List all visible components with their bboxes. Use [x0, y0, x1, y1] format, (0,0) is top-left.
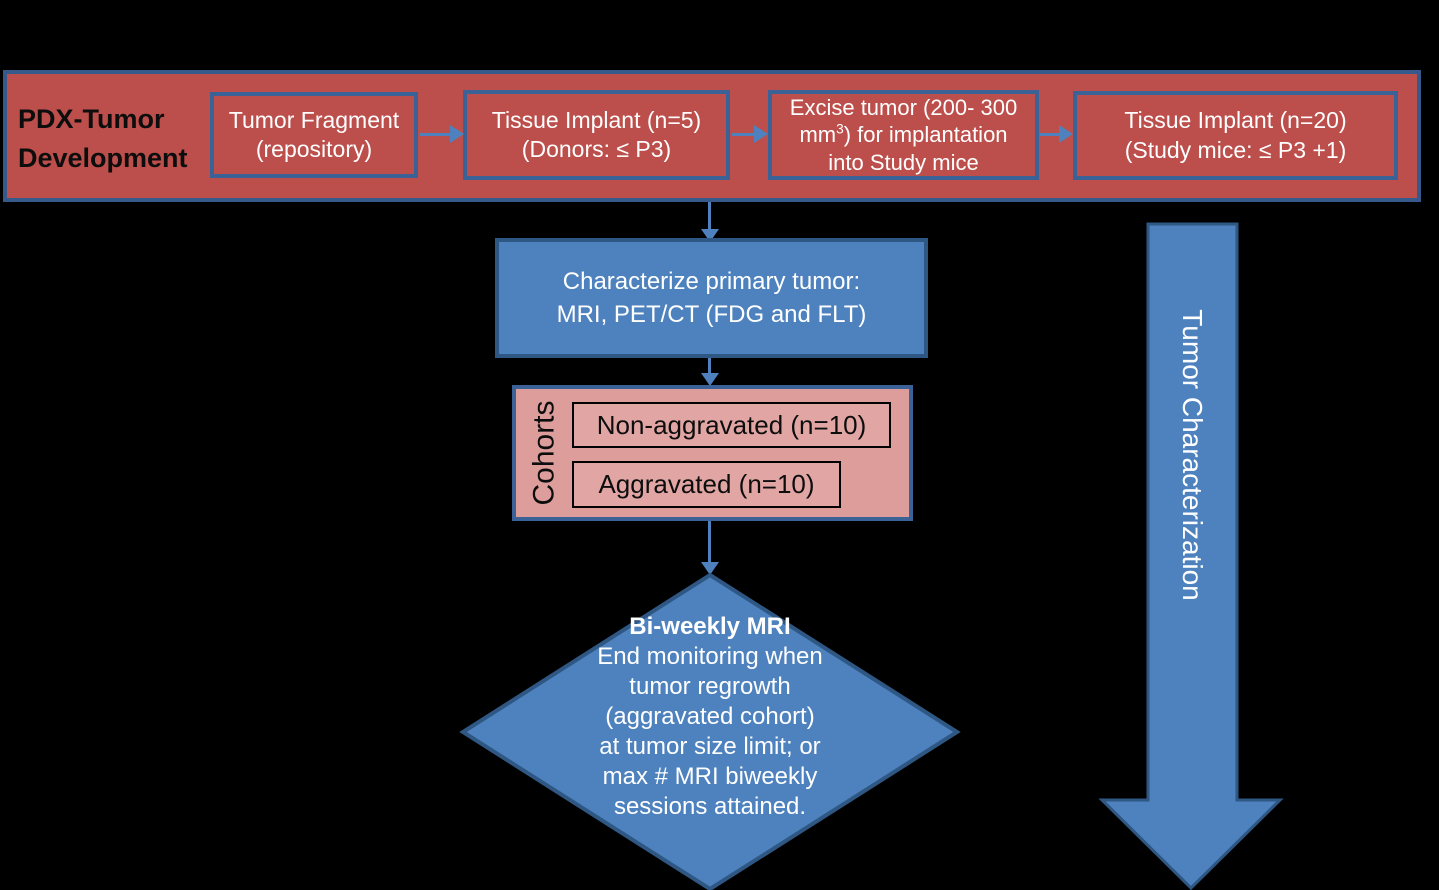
step-line: Excise tumor (200- 300 — [789, 95, 1018, 121]
diamond-title: Bi-weekly MRI — [629, 613, 791, 640]
arrow-right-2-head-icon — [754, 125, 768, 143]
arrow-right-3-line — [1040, 133, 1060, 136]
step-line-part: ) for implantation — [843, 122, 1008, 148]
cohort-non-aggravated: Non-aggravated (n=10) — [572, 402, 891, 448]
diamond-line: sessions attained. — [613, 793, 807, 820]
step-line: mm3) for implantation — [799, 121, 1007, 148]
characterize-line: Characterize primary tumor: — [562, 267, 861, 295]
banner-title: PDX-Tumor Development — [18, 104, 188, 174]
arrow-right-3-head-icon — [1059, 125, 1073, 143]
diamond-line: (aggravated cohort) — [605, 703, 815, 730]
connector-down-3-line — [708, 521, 711, 563]
diamond-line: at tumor size limit; or — [599, 733, 821, 760]
tumor-characterization-label: Tumor Characterization — [1177, 309, 1208, 601]
arrow-right-1-line — [420, 133, 451, 136]
connector-down-2-line — [708, 358, 711, 374]
tumor-characterization-arrow-shape — [1098, 222, 1284, 890]
step-excise-tumor: Excise tumor (200- 300 mm3) for implanta… — [768, 90, 1039, 180]
step-line: into Study mice — [828, 149, 979, 175]
connector-down-2-head-icon — [701, 373, 719, 386]
step-tissue-implant-donors: Tissue Implant (n=5) (Donors: ≤ P3) — [463, 90, 730, 180]
step-line: Tissue Implant (n=5) — [491, 106, 702, 133]
diamond-line: tumor regrowth — [629, 673, 791, 700]
cohort-label: Aggravated (n=10) — [598, 469, 815, 499]
connector-down-3-head-icon — [701, 562, 719, 575]
arrow-right-2-line — [732, 133, 755, 136]
step-line: (repository) — [255, 136, 373, 162]
diamond-line: End monitoring when — [597, 643, 823, 670]
connector-down-1-line — [708, 202, 711, 230]
cohort-label: Non-aggravated (n=10) — [596, 409, 867, 440]
arrow-right-1-head-icon — [450, 125, 464, 143]
step-tissue-implant-study: Tissue Implant (n=20) (Study mice: ≤ P3 … — [1073, 91, 1398, 180]
step-line: (Donors: ≤ P3) — [521, 136, 672, 162]
characterize-line: MRI, PET/CT (FDG and FLT) — [556, 301, 867, 328]
step-line: (Study mice: ≤ P3 +1) — [1124, 136, 1347, 163]
decision-diamond-shape — [459, 572, 961, 890]
characterize-primary-tumor-box: Characterize primary tumor: MRI, PET/CT … — [495, 238, 928, 358]
step-line-part: mm — [799, 122, 837, 148]
superscript-3: 3 — [836, 122, 844, 138]
decision-diamond-text: Bi-weekly MRI End monitoring when tumor … — [530, 612, 890, 822]
cohort-aggravated: Aggravated (n=10) — [572, 461, 841, 508]
step-tumor-fragment: Tumor Fragment (repository) — [210, 92, 418, 178]
diamond-line: max # MRI biweekly — [602, 763, 818, 790]
step-line: Tumor Fragment — [228, 106, 400, 133]
step-line: Tissue Implant (n=20) — [1124, 107, 1347, 134]
